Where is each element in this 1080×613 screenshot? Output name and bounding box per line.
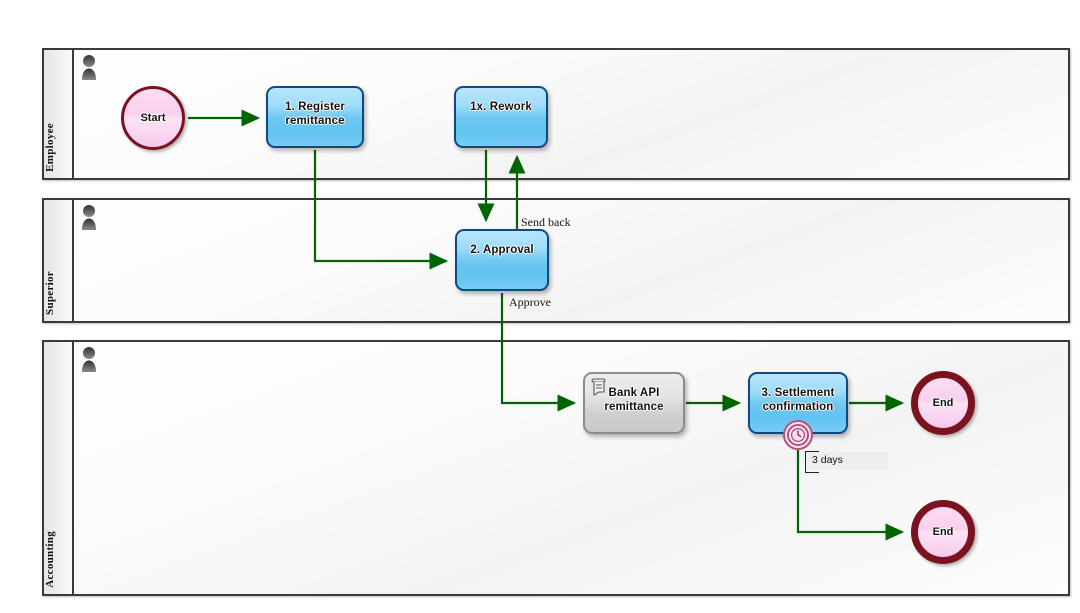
timer-boundary-event[interactable] xyxy=(783,420,813,450)
task-label: 2. Approval xyxy=(470,244,534,256)
lane-header-employee: Employee xyxy=(44,50,74,178)
person-icon xyxy=(80,54,98,80)
end-event-timeout[interactable]: End xyxy=(911,500,975,564)
end-event-label: End xyxy=(932,526,954,538)
start-event-label: Start xyxy=(140,112,166,124)
lane-label-employee: Employee xyxy=(44,123,56,172)
task-label: 3. Settlement confirmation xyxy=(761,387,835,413)
person-icon xyxy=(80,204,98,230)
annotation-bracket xyxy=(805,451,819,473)
lane-header-superior: Superior xyxy=(44,200,74,321)
flow-label-send-back: Send back xyxy=(521,215,571,229)
annotation-3-days: 3 days xyxy=(806,452,888,470)
lane-header-accounting: Accounting xyxy=(44,342,74,594)
lane-accounting[interactable]: Accounting xyxy=(42,340,1070,596)
clock-icon xyxy=(790,427,806,443)
task-bank-api-remittance[interactable]: Bank API remittance xyxy=(583,372,685,434)
end-event-main[interactable]: End xyxy=(911,371,975,435)
task-label: 1x. Rework xyxy=(470,101,532,113)
script-icon xyxy=(590,377,608,397)
lane-label-superior: Superior xyxy=(44,271,56,315)
person-icon xyxy=(80,346,98,372)
lane-employee[interactable]: Employee xyxy=(42,48,1070,180)
task-label: 1. Register remittance xyxy=(285,101,345,127)
start-event[interactable]: Start xyxy=(121,86,185,150)
task-approval[interactable]: 2. Approval xyxy=(455,229,549,291)
task-rework[interactable]: 1x. Rework xyxy=(454,86,548,148)
flow-label-approve: Approve xyxy=(509,295,551,309)
task-label: Bank API remittance xyxy=(604,387,664,413)
task-register-remittance[interactable]: 1. Register remittance xyxy=(266,86,364,148)
lane-label-accounting: Accounting xyxy=(44,531,56,588)
end-event-label: End xyxy=(932,397,954,409)
